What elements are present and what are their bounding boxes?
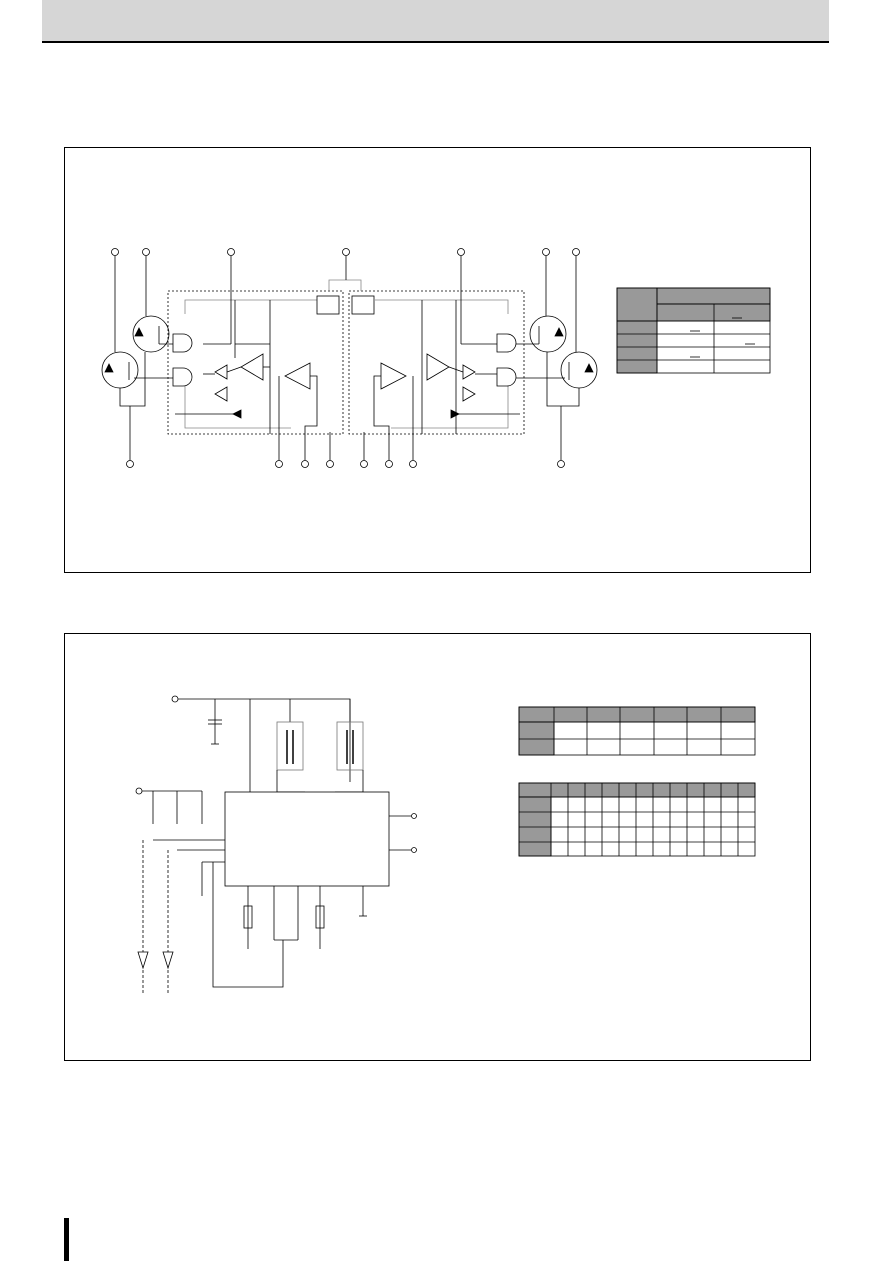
right-mosfet-pair <box>508 256 598 460</box>
application-circuit-panel <box>64 633 811 1061</box>
page-footer-marker <box>64 1218 69 1261</box>
left-logic-gates <box>172 256 318 460</box>
spec-table-1 <box>518 706 756 756</box>
top-terminals <box>111 248 580 256</box>
transformer-left <box>276 721 305 793</box>
block-diagram-svg <box>101 248 771 468</box>
truth-table <box>616 287 771 374</box>
right-ic-boundary <box>348 290 525 435</box>
right-logic-gates <box>373 256 520 460</box>
application-circuit-svg <box>135 695 756 994</box>
transformer-right <box>335 721 364 793</box>
left-reference-box <box>316 295 340 315</box>
right-reference-box <box>351 295 375 315</box>
bottom-terminals <box>126 460 565 468</box>
page-header-band <box>42 0 829 43</box>
controller-ic <box>224 791 390 887</box>
block-diagram-panel <box>64 147 811 573</box>
spec-table-2 <box>518 782 756 857</box>
left-mosfet-pair <box>101 256 185 460</box>
left-ic-boundary <box>167 290 344 435</box>
